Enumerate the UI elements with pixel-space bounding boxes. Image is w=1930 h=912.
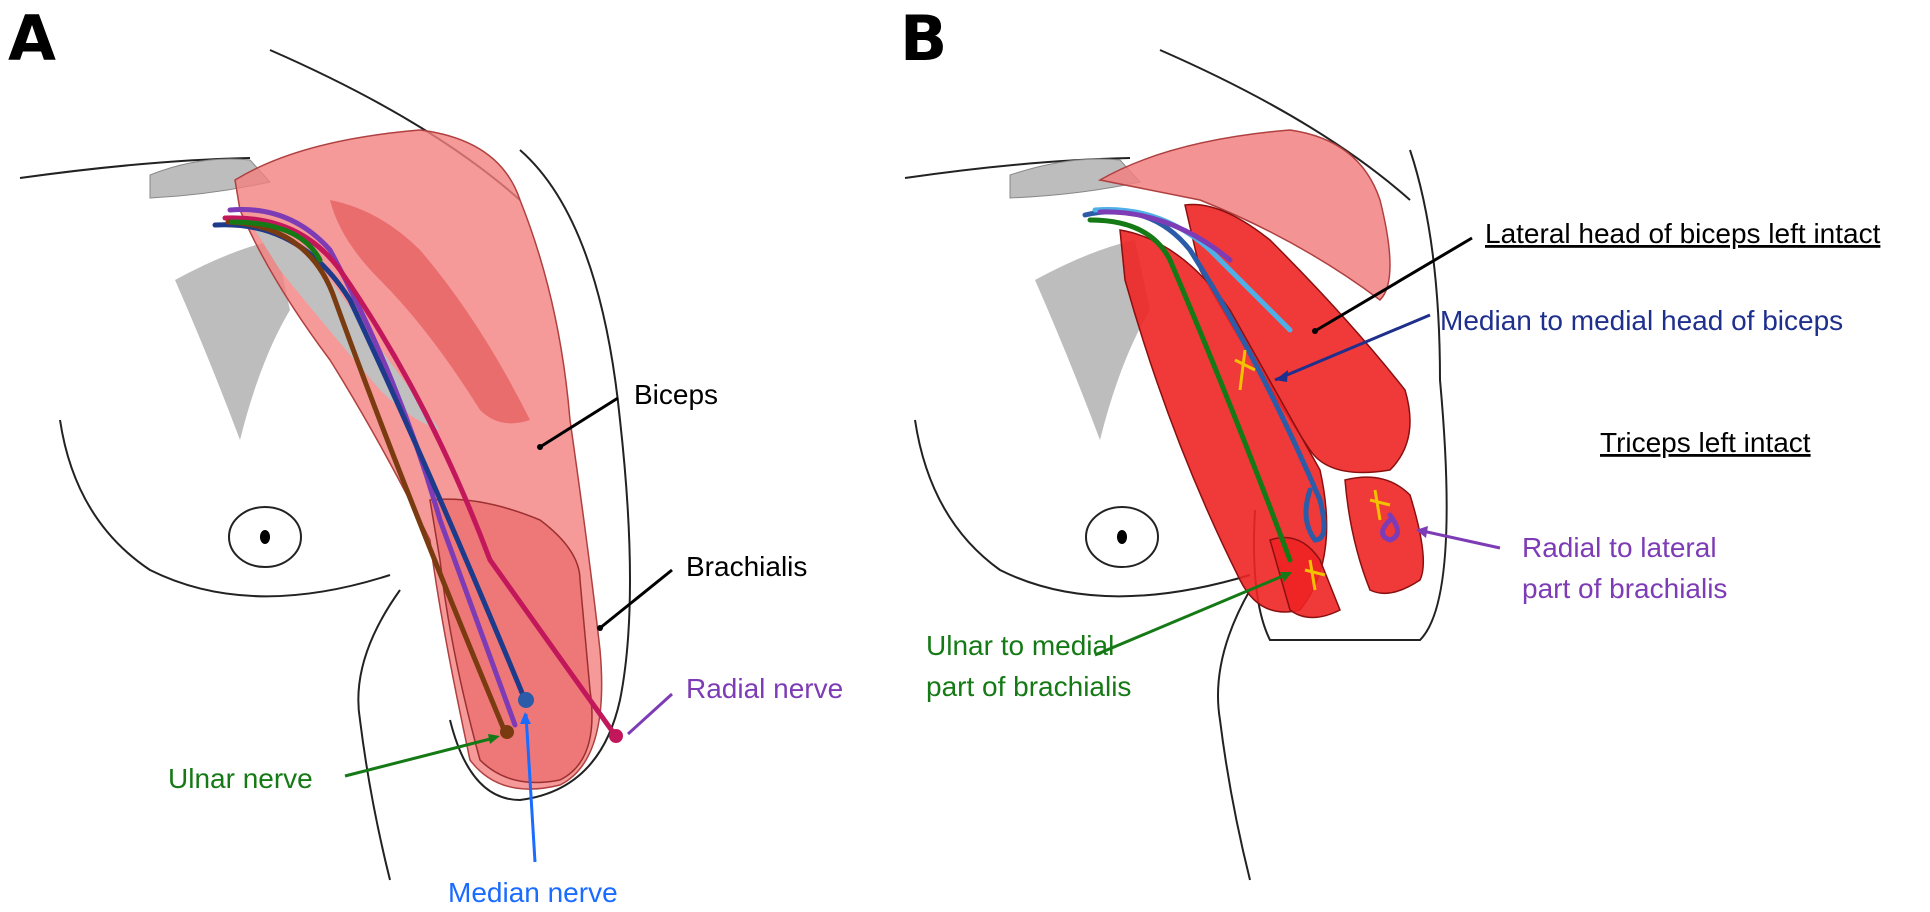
- median-nerve-leader: [524, 713, 537, 863]
- biceps-label: Biceps: [634, 379, 718, 410]
- biceps-leader: [539, 396, 619, 449]
- panel-a-letter: A: [8, 2, 56, 75]
- ulnar-nerve-leader: [344, 736, 495, 778]
- nerve-branch-endings: [1234, 349, 1391, 591]
- median-nerve-path-b: [1082, 209, 1327, 543]
- triceps-label: Triceps left intact: [1600, 427, 1811, 458]
- panel-b: B Lateral hea: [900, 2, 1881, 881]
- ulnar-branch-label-line1: Ulnar to medial: [926, 630, 1114, 661]
- radial-nerve-label: Radial nerve: [686, 673, 843, 704]
- scapula-b: [1035, 240, 1150, 440]
- brachialis-label: Brachialis: [686, 551, 807, 582]
- lateral-head-label: Lateral head of biceps left intact: [1485, 218, 1881, 249]
- radial-nerve-distal-path: [222, 215, 618, 738]
- ulnar-nerve-proximal-path: [229, 219, 323, 263]
- lateral-head-leader-dot: [1312, 328, 1318, 334]
- ulnar-nerve-dot: [500, 725, 514, 739]
- radial-branch-leader: [1417, 528, 1501, 550]
- radial-branch-arrow-icon: [1416, 526, 1428, 538]
- nipple-b: [1117, 530, 1127, 544]
- scapula: [175, 240, 290, 440]
- ulnar-branch-leader: [1094, 571, 1291, 657]
- ulnar-nerve-label: Ulnar nerve: [168, 763, 313, 794]
- median-to-biceps-arrow-icon: [1275, 370, 1288, 382]
- radial-nerve-dot: [609, 729, 623, 743]
- ulnar-branch-ending: [1304, 559, 1326, 591]
- short-head-muscle: [330, 200, 530, 424]
- panel-b-letter: B: [900, 2, 947, 75]
- median-arrow-icon: [520, 712, 531, 724]
- nerve-paths: [212, 207, 618, 738]
- nipple: [260, 530, 270, 544]
- radial-branch-loop-b: [1380, 512, 1400, 543]
- median-to-biceps-leader: [1274, 313, 1431, 382]
- biceps-leader-dot: [537, 444, 543, 450]
- ulnar-nerve-path: [225, 219, 508, 735]
- panel-a: A Biceps Brachialis: [8, 2, 843, 908]
- radial-branch-label-line2: part of brachialis: [1522, 573, 1727, 604]
- ulnar-branch-label-line2: part of brachialis: [926, 671, 1131, 702]
- radial-nerve-leader: [626, 692, 674, 736]
- brachialis-leader: [599, 568, 673, 630]
- radial-branch-ending: [1369, 489, 1391, 521]
- deltoid-muscle-b: [1097, 129, 1391, 301]
- biceps-branch-ending: [1234, 349, 1256, 391]
- brachialis-leader-dot: [597, 625, 603, 631]
- median-nerve-dot: [518, 692, 534, 708]
- median-nerve-label: Median nerve: [448, 877, 618, 908]
- median-to-biceps-label: Median to medial head of biceps: [1440, 305, 1843, 336]
- radial-nerve-path-b: [1097, 209, 1233, 263]
- nerve-paths-b: [1082, 207, 1400, 563]
- radial-branch-label-line1: Radial to lateral: [1522, 532, 1717, 563]
- lateral-head-leader: [1314, 236, 1473, 333]
- ulnar-branch-arrow-icon: [1280, 572, 1292, 582]
- ulnar-nerve-path-b: [1087, 217, 1293, 563]
- ulnar-arrow-icon: [488, 734, 500, 744]
